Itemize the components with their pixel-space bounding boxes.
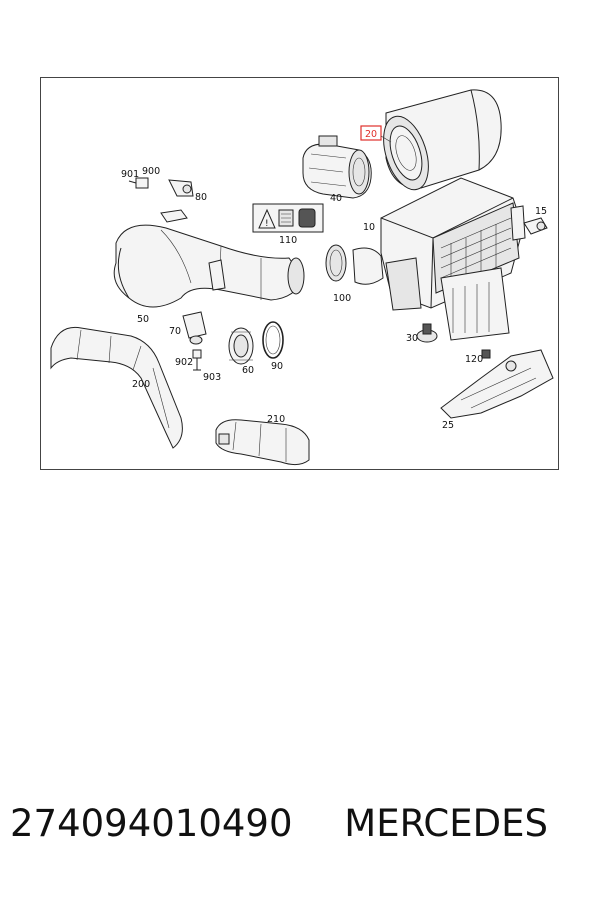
callout-200: 200 — [132, 379, 150, 390]
air-mass-sensor — [302, 135, 372, 199]
callout-40: 40 — [330, 193, 342, 204]
clamp-ring — [262, 321, 284, 359]
callout-25: 25 — [442, 420, 454, 431]
callout-80: 80 — [195, 192, 207, 203]
callout-902: 902 — [175, 357, 193, 368]
callout-100: 100 — [333, 293, 351, 304]
callout-20: 20 — [365, 129, 377, 140]
sensor-connector — [128, 177, 194, 223]
air-filter-element — [383, 89, 502, 191]
rubber-buffer — [416, 323, 438, 343]
callout-50: 50 — [137, 314, 149, 325]
exploded-view-drawing: 20 40 901 900 80 ! 110 — [50, 89, 554, 466]
callout-15: 15 — [535, 206, 547, 217]
pressure-sensor — [182, 311, 207, 371]
callout-90: 90 — [271, 361, 283, 372]
seal-ring — [228, 327, 254, 365]
intake-pipe — [113, 224, 305, 308]
callout-903: 903 — [203, 372, 221, 383]
callout-30: 30 — [406, 333, 418, 344]
callout-900: 900 — [142, 166, 160, 177]
callout-10: 10 — [363, 222, 375, 233]
parts-diagram: 20 40 901 900 80 ! 110 — [40, 77, 559, 470]
mounting-bracket — [523, 217, 548, 235]
mounting-nut — [481, 349, 491, 359]
caption-bar: 274094010490 MERCEDES — [10, 802, 590, 862]
svg-text:!: ! — [265, 219, 269, 229]
part-number: 274094010490 — [10, 802, 293, 845]
intake-duct — [50, 326, 183, 449]
heat-shield — [440, 349, 554, 419]
air-filter-housing — [380, 177, 526, 341]
callout-highlight-box — [360, 125, 382, 141]
callout-210: 210 — [267, 414, 285, 425]
hose-clamp — [325, 244, 384, 285]
brand-name: MERCEDES — [344, 802, 549, 845]
callout-60: 60 — [242, 365, 254, 376]
callout-110: 110 — [279, 235, 297, 246]
warning-label: ! — [252, 203, 324, 233]
callout-901: 901 — [121, 169, 139, 180]
callout-120: 120 — [465, 354, 483, 365]
callout-70: 70 — [169, 326, 181, 337]
air-guide-duct — [215, 419, 310, 466]
